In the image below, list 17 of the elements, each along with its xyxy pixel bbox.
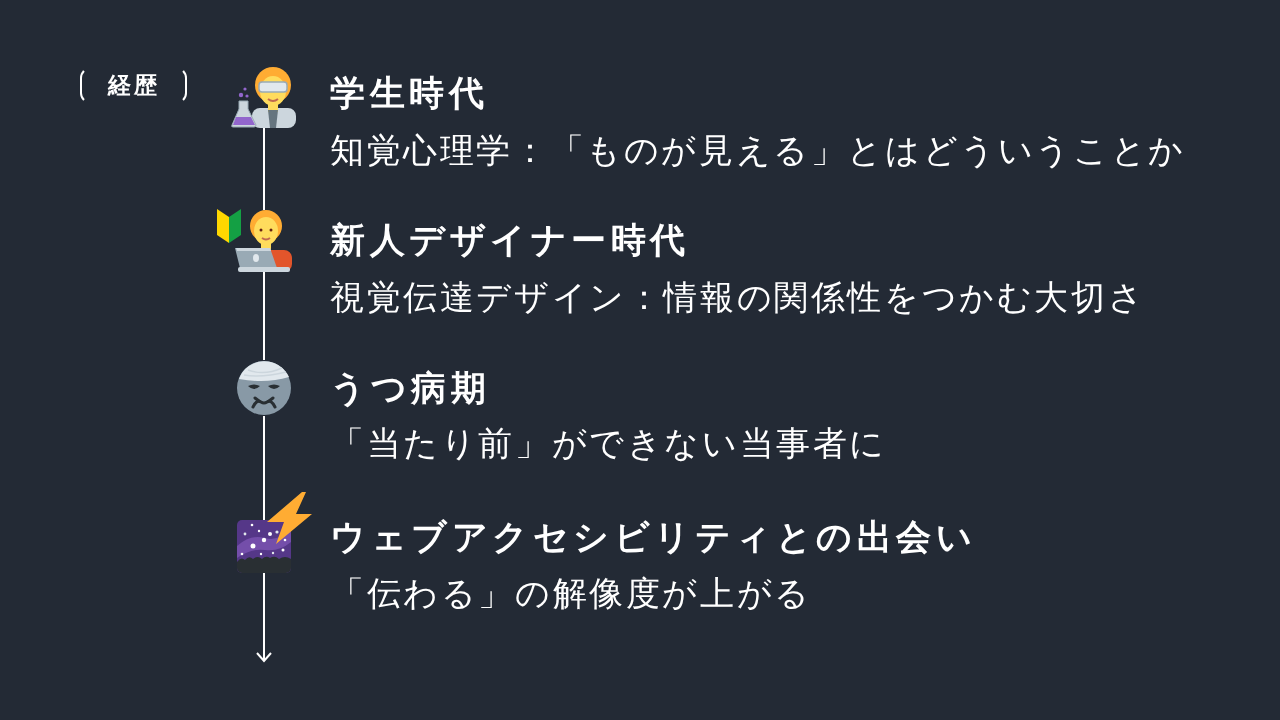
entry-description: 知覚心理学：「ものが見える」とはどういうことか xyxy=(330,129,1186,171)
starry-night-sky-icon xyxy=(237,520,291,573)
bracketed-heading: 経歴 xyxy=(80,67,187,104)
timeline-line xyxy=(263,127,265,211)
entry-heading: うつ病期 xyxy=(330,367,490,409)
entry-description: 「伝わる」の解像度が上がる xyxy=(330,572,812,614)
timeline-arrow xyxy=(256,572,272,662)
bandaged-sick-face-icon xyxy=(236,360,292,416)
timeline-line xyxy=(263,271,265,361)
scientist-with-flask-icon xyxy=(232,66,296,128)
entry-heading: ウェブアクセシビリティとの出会い xyxy=(330,516,976,558)
entry-description: 視覚伝達デザイン：情報の関係性をつかむ大切さ xyxy=(330,276,1146,318)
entry-description: 「当たり前」ができない当事者に xyxy=(330,422,887,464)
timeline-line xyxy=(263,415,265,521)
entry-heading: 新人デザイナー時代 xyxy=(330,219,690,261)
entry-heading: 学生時代 xyxy=(330,72,488,114)
person-with-laptop-icon xyxy=(234,210,292,272)
